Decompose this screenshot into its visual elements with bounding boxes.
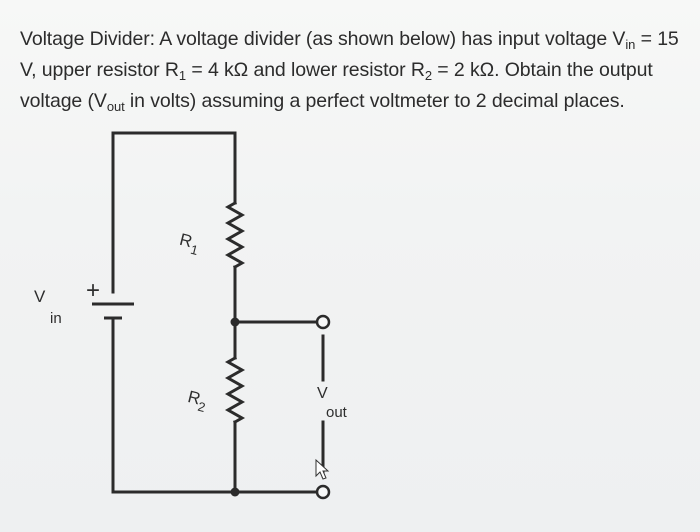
- left-wire-top: [111, 131, 237, 294]
- r1-label-sub: 1: [189, 242, 200, 258]
- vin-label: V: [34, 287, 46, 306]
- question-text: Voltage Divider: A voltage divider (as s…: [20, 24, 692, 117]
- battery-plus-sign: +: [86, 277, 100, 304]
- r2-subscript: 2: [424, 68, 432, 83]
- node-dot-middle: [230, 317, 240, 327]
- output-terminal-bottom: [315, 484, 331, 500]
- node-dot-bottom: [230, 487, 240, 497]
- resistor-r2: [224, 355, 246, 425]
- r1-subscript: 1: [178, 68, 187, 83]
- question-part-2: = 15 V, upper resistor R: [20, 28, 679, 81]
- vout-subscript: out: [106, 99, 125, 114]
- question-part-3: = 4 kΩ and lower resistor R: [186, 59, 425, 81]
- vin-subscript: in: [625, 37, 636, 52]
- question-part-1: Voltage Divider: A voltage divider (as s…: [20, 28, 626, 50]
- wire-bottom: [111, 316, 237, 494]
- r1-label: R: [178, 230, 195, 251]
- r2-label: R: [186, 387, 203, 408]
- r2-label-sub: 2: [196, 399, 207, 415]
- question-part-4: = 2 kΩ. Obtain the output voltage (V: [20, 59, 653, 112]
- question-part-5: in volts) assuming a perfect voltmeter t…: [124, 90, 625, 112]
- vin-label-sub: in: [50, 310, 62, 327]
- vout-label-sub: out: [326, 404, 348, 421]
- vout-label: V: [317, 385, 328, 402]
- resistor-r1: [224, 200, 246, 270]
- mouse-cursor-icon: [315, 458, 330, 480]
- output-terminal-top: [315, 314, 331, 330]
